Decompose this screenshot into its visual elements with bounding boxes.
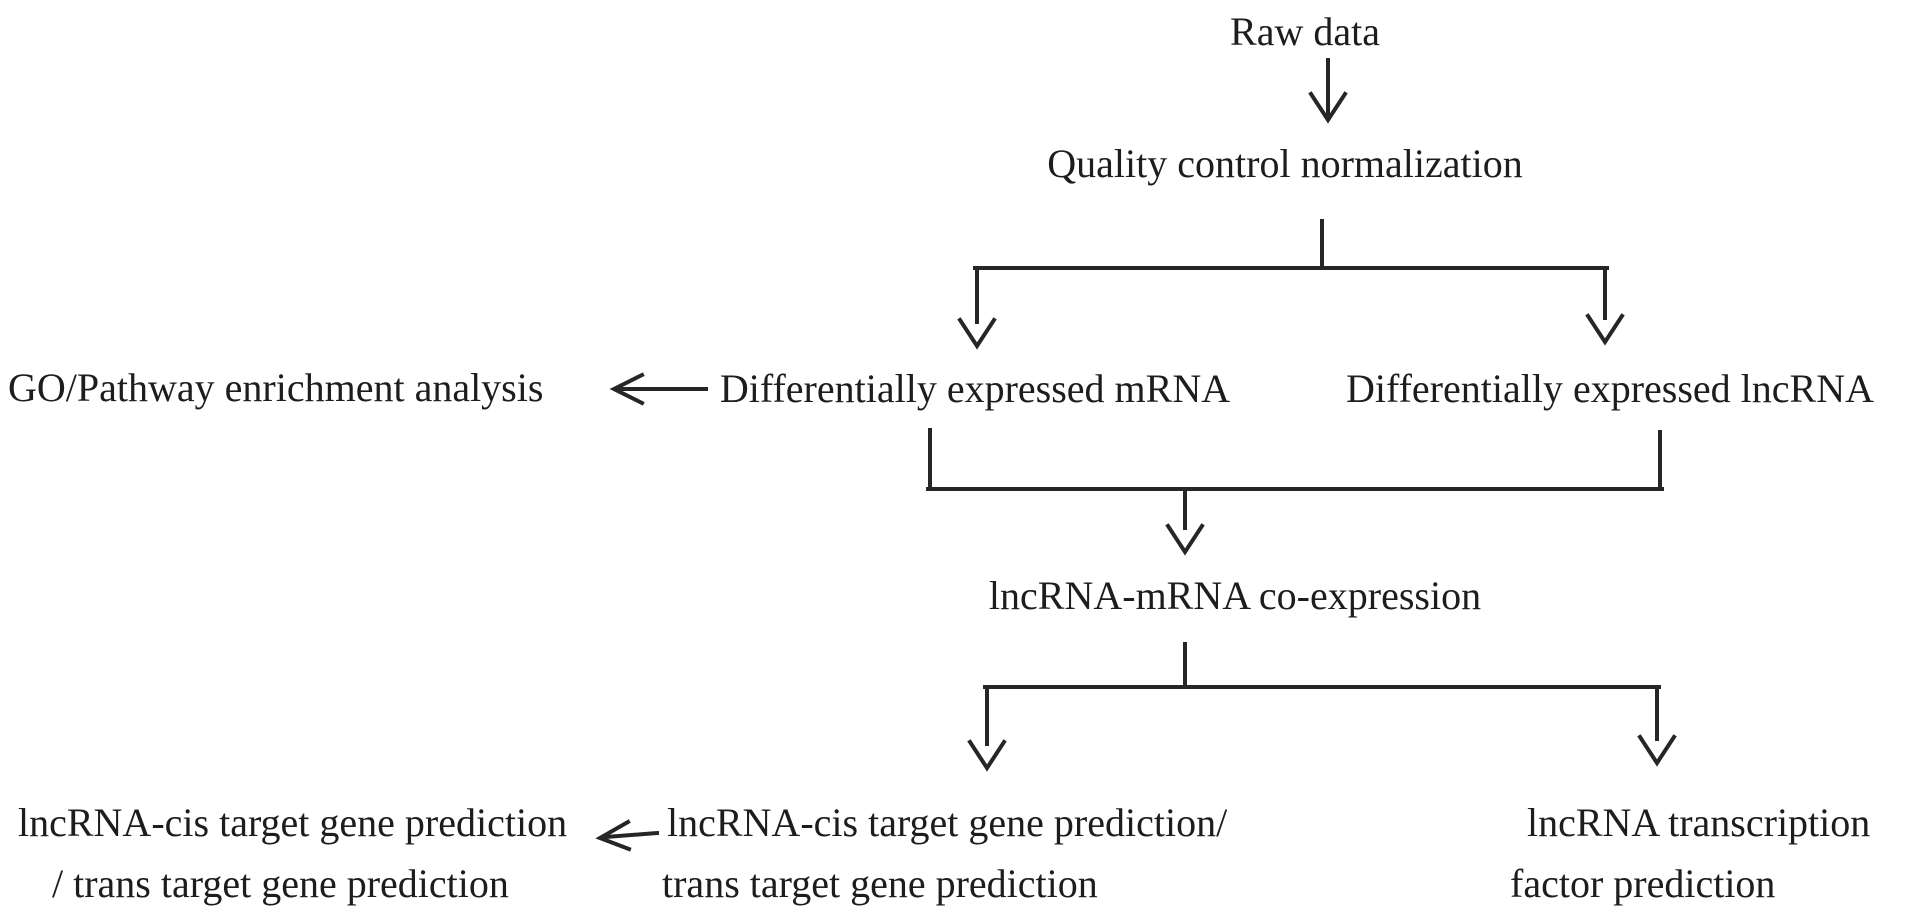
node-raw-data: Raw data bbox=[1230, 9, 1380, 54]
arrow-target-mid-to-left bbox=[595, 819, 660, 852]
arrow-mrna-to-go bbox=[609, 372, 708, 406]
node-de-lncrna: Differentially expressed lncRNA bbox=[1346, 366, 1874, 411]
node-de-mrna: Differentially expressed mRNA bbox=[719, 366, 1231, 411]
node-tf-prediction-line1: lncRNA transcription bbox=[1527, 800, 1871, 845]
node-coexpression: lncRNA-mRNA co-expression bbox=[988, 573, 1482, 618]
node-quality-control: Quality control normalization bbox=[1047, 141, 1523, 186]
node-target-prediction-left-line2: / trans target gene prediction bbox=[52, 861, 509, 906]
qc-branch-bracket bbox=[957, 266, 1625, 350]
node-tf-prediction-line2: factor prediction bbox=[1510, 861, 1776, 906]
node-target-prediction-mid-line2: trans target gene prediction bbox=[662, 861, 1098, 906]
arrow-rawdata-to-qc bbox=[1308, 58, 1348, 124]
node-target-prediction-left-line1: lncRNA-cis target gene prediction bbox=[18, 800, 568, 845]
coexpression-branch-bracket bbox=[967, 685, 1677, 772]
node-go-pathway: GO/Pathway enrichment analysis bbox=[8, 365, 544, 410]
node-target-prediction-mid-line1: lncRNA-cis target gene prediction/ bbox=[667, 800, 1228, 845]
coexpression-merge-bracket bbox=[926, 428, 1664, 556]
